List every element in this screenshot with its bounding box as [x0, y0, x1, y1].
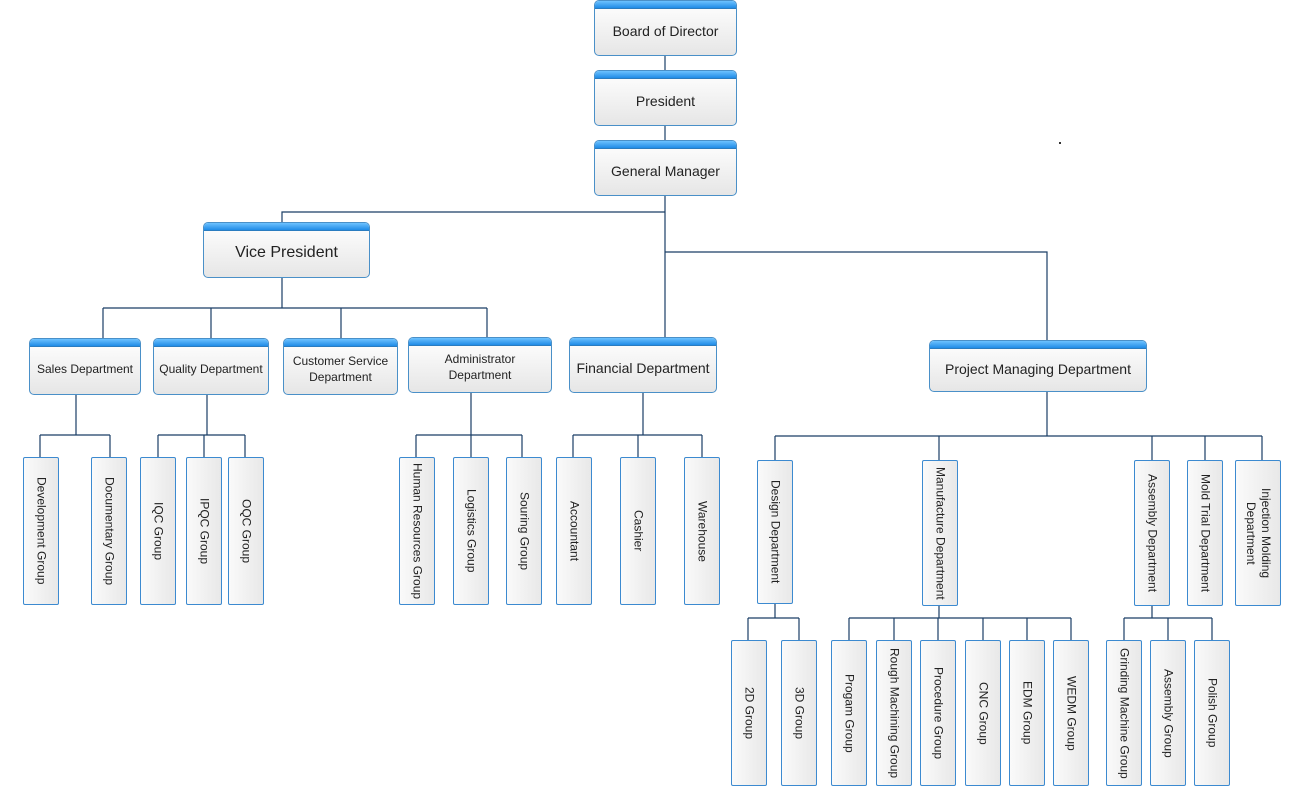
connector-financial-groups [572, 393, 703, 457]
node-documentary-group: Documentary Group [91, 457, 127, 605]
node-board-of-director: Board of Director [594, 0, 737, 56]
node-human-resources-group: Human Resources Group [399, 457, 435, 605]
node-president: President [594, 70, 737, 126]
node-project-managing-department: Project Managing Department [929, 340, 1147, 392]
node-iqc-group: IQC Group [140, 457, 176, 605]
node-development-group: Development Group [23, 457, 59, 605]
connector-sales-groups [39, 395, 111, 457]
node-grinding-machine-group: Grinding Machine Group [1106, 640, 1142, 786]
node-injection-molding-department: Injection Molding Department [1235, 460, 1281, 606]
node-customer-service-department: Customer Service Department [283, 338, 398, 395]
node-quality-department: Quality Department [153, 338, 269, 395]
node-2d-group: 2D Group [731, 640, 767, 786]
node-mold-trial-department: Mold Trial Department [1187, 460, 1223, 606]
node-cashier: Cashier [620, 457, 656, 605]
connector-quality-groups [157, 395, 246, 457]
connector-gm-project [665, 251, 1048, 340]
node-3d-group: 3D Group [781, 640, 817, 786]
node-design-department: Design Department [757, 460, 793, 604]
node-manufacture-department: Manufacture Department [922, 460, 958, 606]
node-sales-department: Sales Department [29, 338, 141, 395]
node-progam-group: Progam Group [831, 640, 867, 786]
connector-project-departments [774, 392, 1263, 460]
node-financial-department: Financial Department [569, 337, 717, 393]
node-polish-group: Polish Group [1194, 640, 1230, 786]
connector-design-groups [747, 604, 800, 640]
stray-dot [1059, 142, 1061, 144]
node-accountant: Accountant [556, 457, 592, 605]
node-cnc-group: CNC Group [965, 640, 1001, 786]
node-administrator-department: Administrator Department [408, 337, 552, 393]
node-vice-president: Vice President [203, 222, 370, 278]
node-procedure-group: Procedure Group [920, 640, 956, 786]
connector-admin-groups [415, 393, 523, 457]
connector-manufacture-groups [848, 606, 1072, 640]
node-oqc-group: OQC Group [228, 457, 264, 605]
node-rough-machining-group: Rough Machining Group [876, 640, 912, 786]
node-wedm-group: WEDM Group [1053, 640, 1089, 786]
node-assembly-group: Assembly Group [1150, 640, 1186, 786]
connector-gm-vp [281, 211, 665, 222]
node-souring-group: Souring Group [506, 457, 542, 605]
node-assembly-department: Assembly Department [1134, 460, 1170, 606]
node-general-manager: General Manager [594, 140, 737, 196]
node-logistics-group: Logistics Group [453, 457, 489, 605]
node-warehouse: Warehouse [684, 457, 720, 605]
node-ipqc-group: IPQC Group [186, 457, 222, 605]
connector-assembly-groups [1123, 606, 1213, 640]
node-edm-group: EDM Group [1009, 640, 1045, 786]
connector-vp-departments [102, 278, 488, 338]
